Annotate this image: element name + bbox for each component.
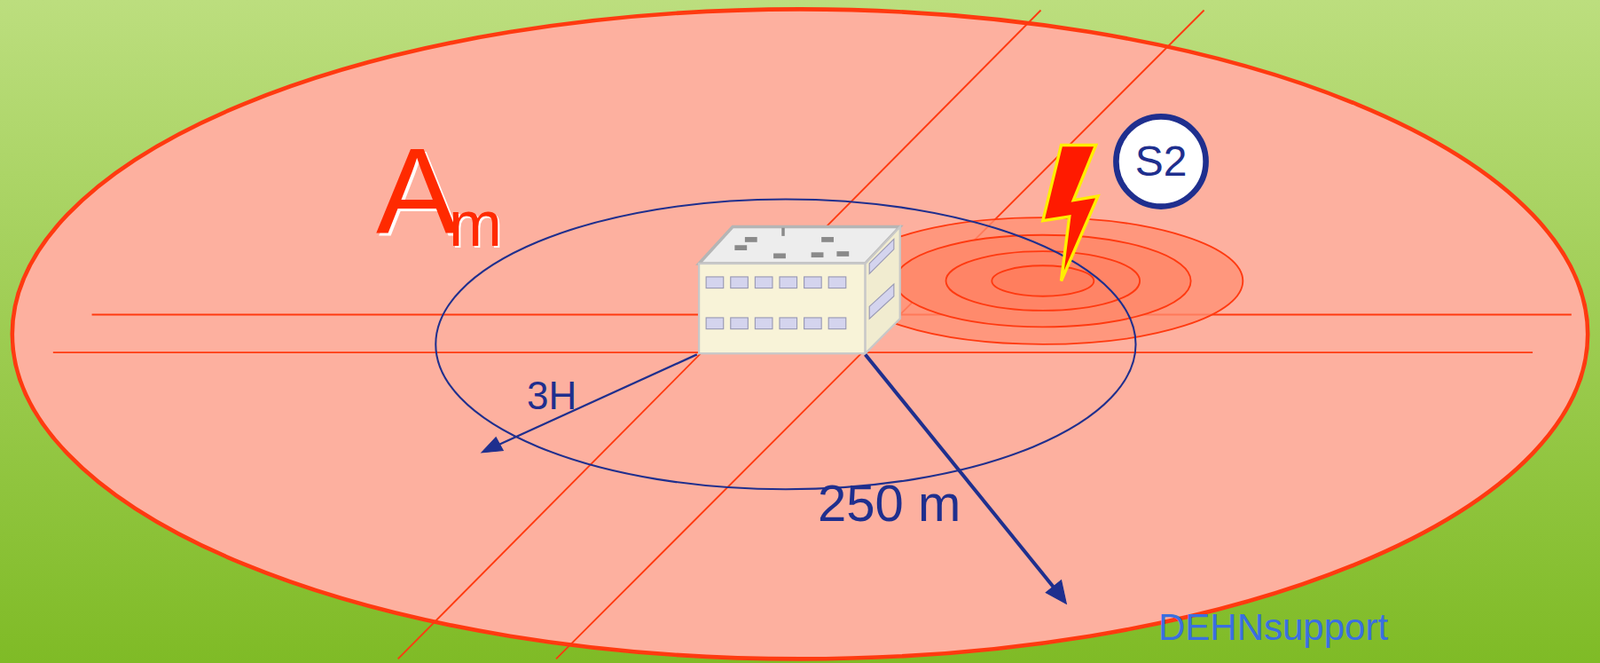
watermark: DEHNsupport (1158, 608, 1389, 646)
area-symbol: A (376, 129, 458, 252)
dimension-arrows (481, 353, 1067, 604)
callout-number: S2 (1135, 140, 1188, 183)
strike-ring (991, 265, 1094, 297)
road-lines (53, 10, 1572, 659)
collection-area (12, 8, 1588, 659)
3h-boundary (435, 198, 1136, 489)
strike-zone (842, 217, 1243, 345)
area-subscript: m (448, 191, 502, 256)
callout-circle: S2 (1112, 112, 1210, 211)
dimension-label: 250 m (817, 477, 961, 529)
dimension-label: 3H (526, 376, 577, 416)
strike-ring (894, 235, 1192, 328)
strike-ring (946, 250, 1141, 311)
lightning-bolt (1043, 144, 1099, 281)
building (698, 227, 901, 354)
